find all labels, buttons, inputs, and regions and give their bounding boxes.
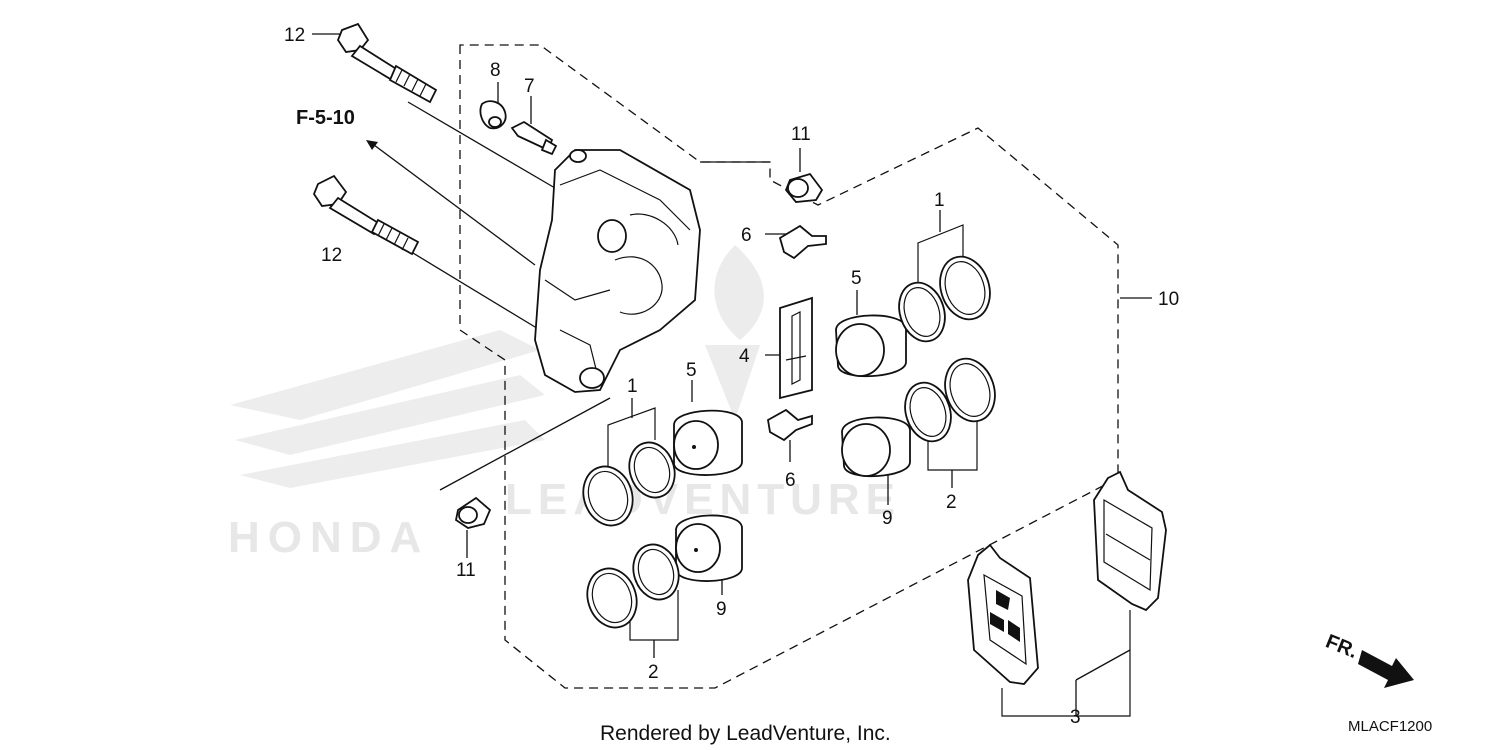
- callout-6-upper: 6: [741, 225, 752, 246]
- piston-right-lower: [841, 416, 911, 478]
- diagram-code: MLACF1200: [1348, 718, 1432, 735]
- watermark-honda-wing-icon: [230, 330, 545, 488]
- callout-7: 7: [524, 76, 535, 97]
- front-direction-arrow-icon: [1358, 650, 1414, 688]
- callout-2-right: 2: [946, 492, 957, 513]
- callout-8: 8: [490, 60, 501, 81]
- seal-set-left-upper: [582, 441, 676, 527]
- collar-upper: [784, 172, 824, 203]
- bleeder-valve: [510, 120, 558, 156]
- watermark-flame-icon: [705, 245, 764, 420]
- bleeder-cap: [479, 100, 507, 130]
- brake-pad-front: [967, 543, 1039, 685]
- watermark-brand: HONDA: [228, 513, 429, 562]
- brake-caliper-body: [534, 149, 701, 393]
- callout-4: 4: [739, 346, 750, 367]
- piston-right-upper: [835, 314, 907, 378]
- callout-5-left: 5: [686, 360, 697, 381]
- credit-text: Rendered by LeadVenture, Inc.: [600, 722, 891, 745]
- piston-left-upper: [673, 409, 743, 476]
- collar-lower: [454, 496, 492, 529]
- callout-2-left: 2: [648, 662, 659, 683]
- callout-12-upper: 12: [284, 25, 305, 46]
- caliper-bolt-lower: [312, 174, 420, 256]
- pad-spring-lower: [767, 408, 813, 442]
- callout-1-left: 1: [627, 376, 638, 397]
- caliper-bolt-upper: [336, 22, 438, 104]
- reference-label: F-5-10: [296, 107, 355, 129]
- piston-left-lower: [675, 514, 743, 582]
- pad-spring-upper: [778, 224, 827, 260]
- callout-5-right: 5: [851, 268, 862, 289]
- brake-pad-rear: [1093, 470, 1167, 612]
- seal-set-right-lower: [904, 357, 996, 443]
- callout-12-lower: 12: [321, 245, 342, 266]
- callout-11-lower: 11: [456, 560, 476, 581]
- callout-6-lower: 6: [785, 470, 796, 491]
- pad-retainer: [779, 296, 813, 400]
- callout-3: 3: [1070, 707, 1081, 728]
- direction-label: FR.: [1323, 630, 1361, 662]
- callout-11-upper: 11: [791, 124, 811, 145]
- seal-set-right-upper: [898, 255, 991, 343]
- callout-9-right: 9: [882, 508, 893, 529]
- seal-set-left-lower: [586, 543, 680, 629]
- callout-9-left: 9: [716, 599, 727, 620]
- callout-1-right: 1: [934, 190, 945, 211]
- callout-10: 10: [1158, 289, 1179, 310]
